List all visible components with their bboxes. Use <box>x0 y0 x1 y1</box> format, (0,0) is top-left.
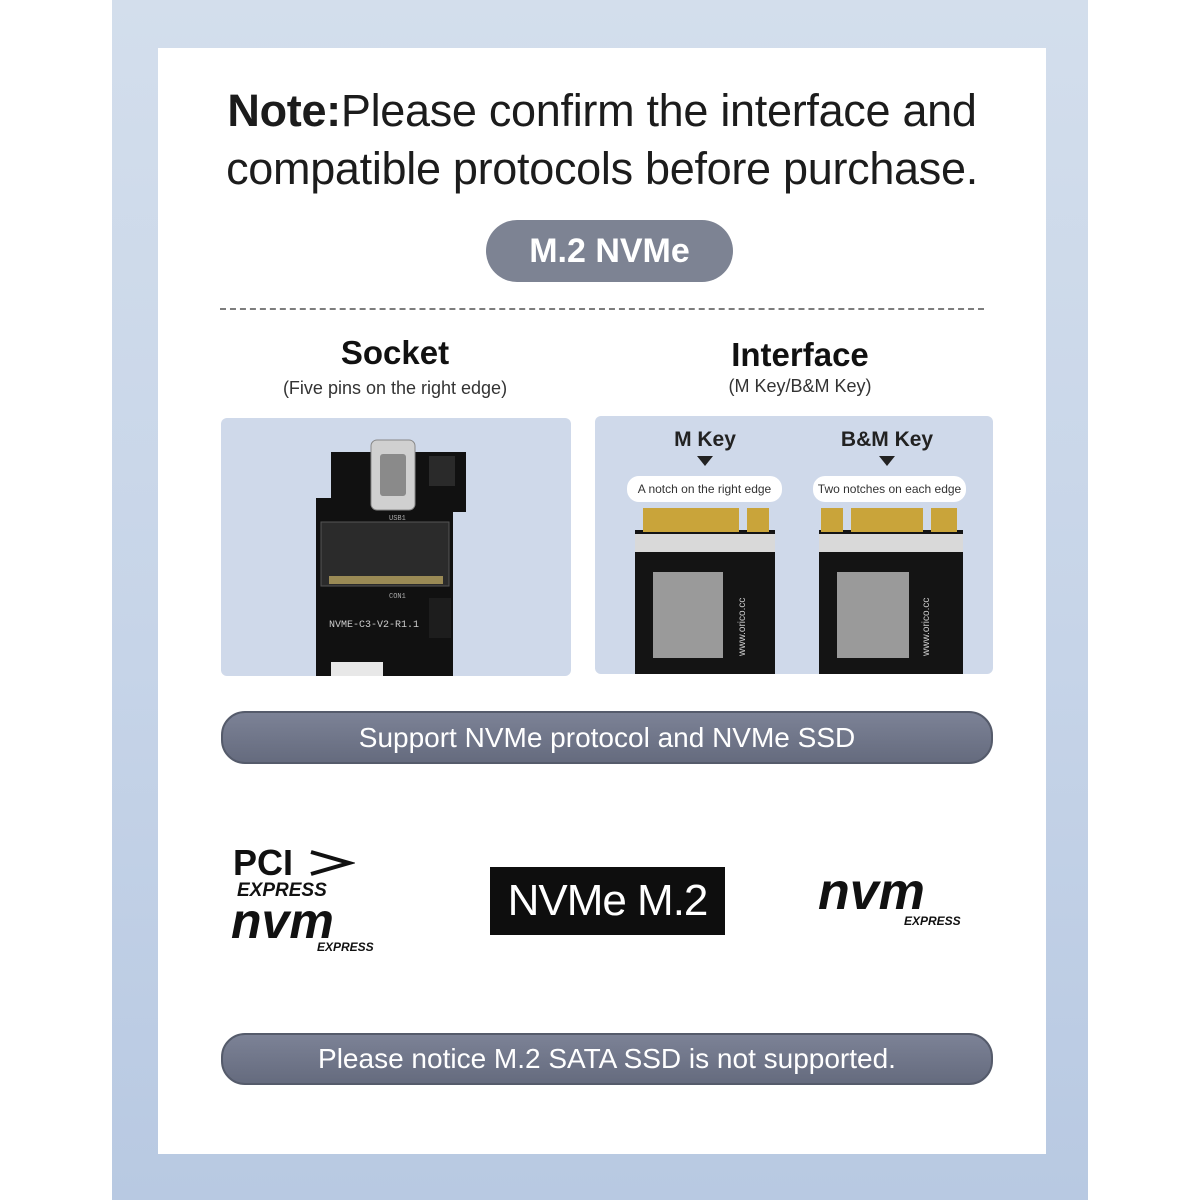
m-key-label: M Key <box>674 428 736 451</box>
bm-key-arrow-icon <box>879 456 895 466</box>
nvm2-text: nvm <box>818 863 925 921</box>
socket-subtitle: (Five pins on the right edge) <box>282 378 508 398</box>
interface-subtitle: (M Key/B&M Key) <box>728 376 872 396</box>
m-ssd-brand: www.orico.cc <box>737 598 748 657</box>
usb-silk-label: USB1 <box>389 515 406 523</box>
pci-chevron-icon <box>310 850 355 876</box>
note-prefix: Note: <box>227 85 341 136</box>
socket-photo-panel: NVME-C3-V2-R1.1 USB1 CON1 <box>221 418 571 676</box>
pci-text: PCI <box>233 842 294 883</box>
support-bar: Support NVMe protocol and NVMe SSD <box>221 711 993 764</box>
bm-key-note: Two notches on each edge <box>813 476 966 502</box>
dashed-divider <box>220 308 984 310</box>
nvm-express-text: EXPRESS <box>317 940 374 954</box>
board-label: NVME-C3-V2-R1.1 <box>329 620 419 631</box>
protocol-badge: M.2 NVMe <box>486 220 733 282</box>
bm-key-label: B&M Key <box>840 428 934 451</box>
note-text: Please confirm the interface and compati… <box>226 85 978 194</box>
conn-silk-label: CON1 <box>389 593 406 601</box>
notice-bar: Please notice M.2 SATA SSD is not suppor… <box>221 1033 993 1085</box>
ssd-illustrations: www.orico.cc www.orico.cc <box>635 508 963 674</box>
nvme-m2-logo: NVMe M.2 <box>490 867 725 935</box>
nvm-express-logo: nvm EXPRESS <box>818 862 993 942</box>
note-heading: Note:Please confirm the interface and co… <box>180 82 1024 198</box>
interface-title: Interface <box>731 336 869 373</box>
pci-express-nvm-logo: PCI EXPRESS nvm EXPRESS <box>225 842 395 962</box>
nvm-text: nvm <box>231 893 334 949</box>
m-key-arrow-icon <box>697 456 713 466</box>
pci-express-text: EXPRESS <box>237 880 327 901</box>
m-key-note: A notch on the right edge <box>627 476 782 502</box>
nvm2-express-text: EXPRESS <box>904 914 961 928</box>
interface-photo-panel: M Key A notch on the right edge B&M Key … <box>595 416 993 674</box>
socket-title: Socket <box>340 334 450 371</box>
socket-board-illustration: NVME-C3-V2-R1.1 USB1 CON1 <box>316 439 466 676</box>
bm-ssd-brand: www.orico.cc <box>921 598 932 657</box>
